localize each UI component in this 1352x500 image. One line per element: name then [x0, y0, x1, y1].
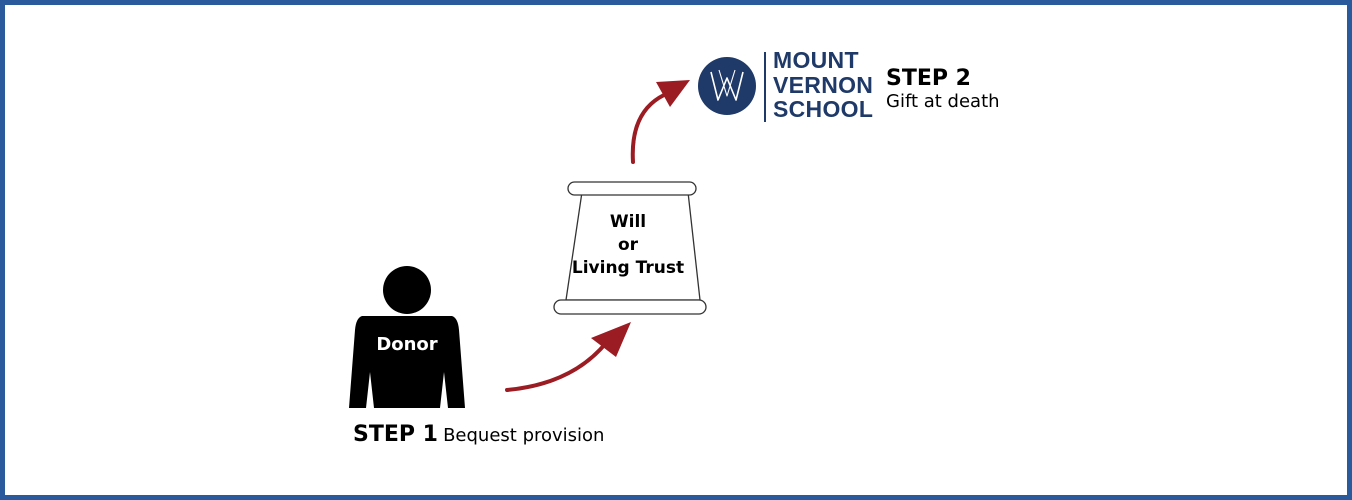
donor-body	[349, 316, 465, 408]
scroll-line-living-trust: Living Trust	[571, 258, 685, 278]
school-name-line1: MOUNT	[773, 47, 859, 73]
will-scroll	[553, 181, 707, 315]
donor-label: Donor	[376, 334, 438, 355]
donor-head	[383, 266, 431, 314]
scroll-text: Will or Living Trust	[560, 211, 696, 280]
school-name-line2: VERNON	[773, 71, 874, 98]
step2-desc: Gift at death	[886, 91, 1000, 112]
step1-desc: Bequest provision	[443, 425, 605, 446]
school-name: MOUNT VERNON SCHOOL	[773, 48, 873, 122]
step1-label: STEP 1	[353, 422, 438, 447]
mv-monogram-icon	[698, 57, 756, 115]
scroll-line-or: or	[617, 235, 639, 255]
scroll-bottom-roll	[553, 299, 707, 315]
step2: STEP 2 Gift at death	[886, 66, 1000, 112]
step2-label: STEP 2	[886, 66, 971, 91]
scroll-top-roll	[567, 181, 697, 196]
school-name-line3: SCHOOL	[773, 96, 874, 122]
donor-figure	[349, 266, 465, 408]
arrow-donor-to-will	[505, 322, 631, 392]
arrow-will-to-school	[630, 80, 690, 164]
scroll-line-will: Will	[609, 212, 647, 232]
step1: STEP 1 Bequest provision	[353, 422, 604, 447]
